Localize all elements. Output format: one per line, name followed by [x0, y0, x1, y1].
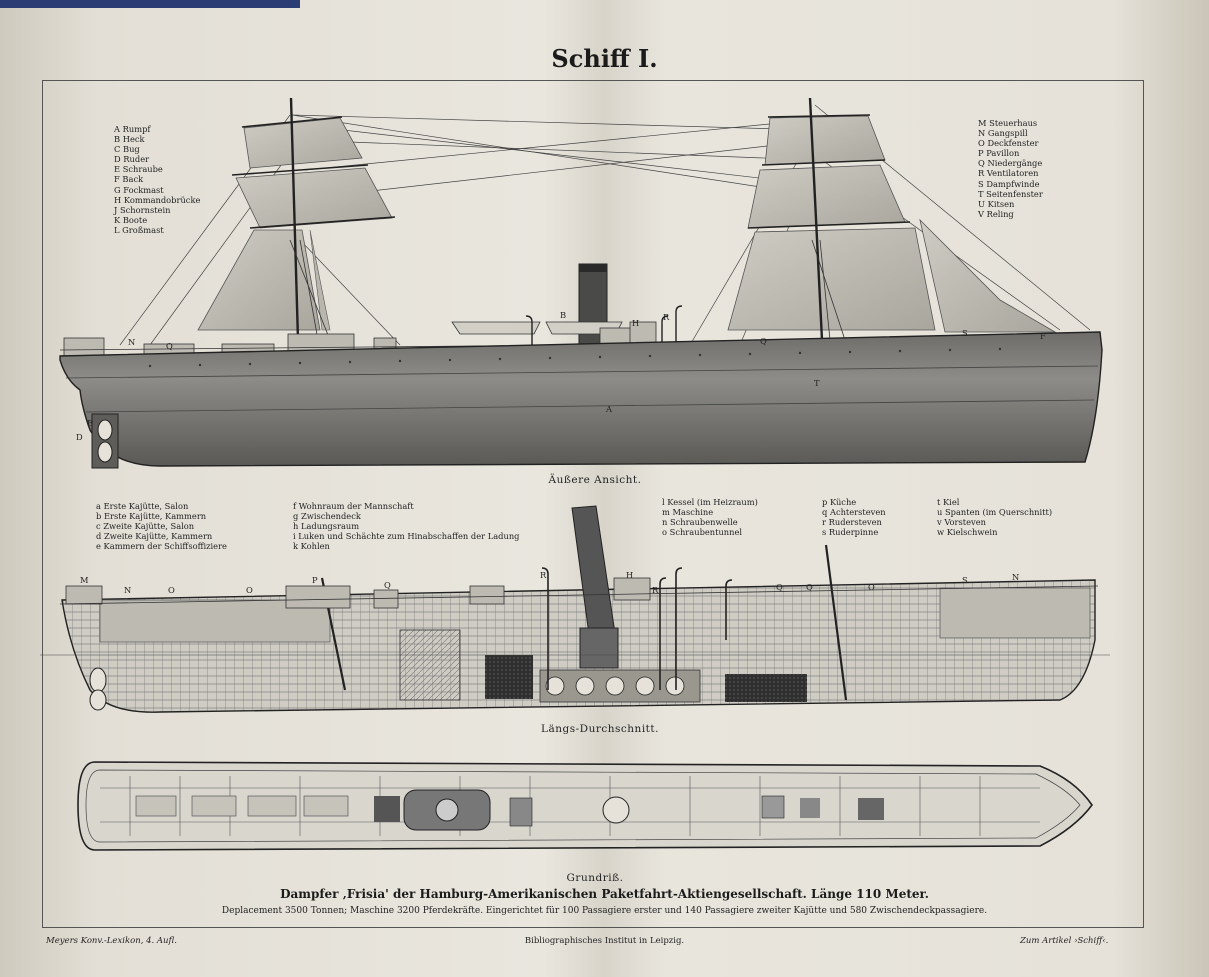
drawing-label: S	[962, 575, 968, 585]
legend-section-col4: p Küche q Achtersteven r Rudersteven s R…	[822, 497, 886, 537]
legend-item: F Back	[114, 174, 144, 185]
legend-item: P Pavillon	[978, 148, 1020, 159]
legend-item: T Seitenfenster	[978, 188, 1043, 199]
caption-plan: Grundriß.	[566, 872, 624, 884]
legend-item: t Kiel	[937, 497, 960, 507]
drawing-label: N	[128, 337, 136, 347]
legend-item: h Ladungsraum	[293, 521, 360, 532]
legend-item: k Kohlen	[293, 541, 330, 552]
caption-section: Längs-Durchschnitt.	[541, 723, 659, 735]
drawing-label: R	[652, 585, 659, 595]
drawing-label: O	[868, 582, 875, 592]
drawing-label: O	[168, 585, 175, 595]
legend-item: b Erste Kajütte, Kammern	[96, 511, 207, 522]
drawing-label: R	[663, 312, 670, 322]
legend-exterior-left: A Rumpf B Heck C Bug D Ruder E Schraube …	[114, 124, 200, 235]
drawing-label: N	[124, 585, 132, 595]
drawing-label: D	[76, 432, 83, 442]
footer-right: Zum Artikel ›Schiff‹.	[1020, 936, 1109, 946]
caption-exterior: Äußere Ansicht.	[548, 474, 642, 486]
exterior-ship	[59, 97, 1103, 469]
legend-section-col5: t Kiel u Spanten (im Querschnitt) v Vors…	[937, 497, 1052, 537]
drawing-label: Q	[384, 580, 391, 590]
legend-item: s Ruderpinne	[822, 527, 879, 538]
legend-item: A Rumpf	[114, 124, 151, 134]
legend-item: D Ruder	[114, 154, 150, 165]
legend-item: O Deckfenster	[978, 138, 1039, 149]
drawing-label: O	[246, 585, 253, 595]
section-ship	[40, 505, 1110, 713]
plan-ship	[77, 761, 1093, 851]
legend-item: d Zweite Kajütte, Kammern	[96, 531, 213, 542]
drawing-label: Q	[776, 582, 783, 592]
legend-item: w Kielschwein	[937, 527, 998, 538]
footer-left: Meyers Konv.-Lexikon, 4. Aufl.	[46, 936, 177, 946]
plate-frame	[42, 80, 1144, 928]
legend-item: Q Niedergänge	[978, 158, 1043, 169]
legend-item: r Rudersteven	[822, 517, 882, 528]
drawing-label: A	[606, 404, 612, 414]
drawing-label: H	[632, 318, 640, 328]
plate-caption-main: Dampfer ‚Frisia' der Hamburg-Amerikanisc…	[280, 887, 929, 901]
legend-exterior-right: M Steuerhaus N Gangspill O Deckfenster P…	[978, 118, 1043, 219]
drawing-label: H	[626, 570, 634, 580]
drawing-label: T	[814, 378, 820, 388]
drawing-label: Q	[806, 582, 813, 592]
legend-item: i Luken und Schächte zum Hinabschaffen d…	[293, 531, 520, 542]
legend-item: N Gangspill	[978, 128, 1028, 139]
legend-item: g Zwischendeck	[293, 511, 361, 522]
background-strip	[0, 0, 300, 8]
footer-center: Bibliographisches Institut in Leipzig.	[524, 936, 685, 946]
plate-caption-sub: Deplacement 3500 Tonnen; Maschine 3200 P…	[221, 906, 988, 916]
legend-item: p Küche	[822, 497, 857, 507]
legend-item: H Kommandobrücke	[114, 194, 201, 205]
legend-item: C Bug	[114, 144, 140, 155]
legend-item: K Boote	[114, 214, 148, 225]
drawing-label: E	[87, 418, 94, 428]
legend-item: E Schraube	[114, 164, 163, 175]
legend-item: v Vorsteven	[937, 517, 986, 528]
legend-section-col1: a Erste Kajütte, Salon b Erste Kajütte, …	[96, 501, 227, 551]
drawing-label: N	[1012, 572, 1020, 582]
drawing-label: Q	[166, 341, 173, 351]
legend-item: S Dampfwinde	[978, 178, 1040, 189]
legend-item: e Kammern der Schiffsoffiziere	[96, 541, 227, 552]
legend-section-col3: l Kessel (im Heizraum) m Maschine n Schr…	[662, 497, 758, 537]
drawing-label: R	[540, 570, 547, 580]
legend-item: q Achtersteven	[822, 507, 886, 518]
legend-item: l Kessel (im Heizraum)	[662, 497, 758, 507]
legend-item: U Kitsen	[978, 198, 1015, 209]
legend-item: c Zweite Kajütte, Salon	[96, 521, 195, 532]
drawing-label: P	[312, 575, 318, 585]
legend-item: o Schraubentunnel	[662, 527, 743, 538]
portholes	[148, 347, 1002, 368]
legend-item: a Erste Kajütte, Salon	[96, 501, 189, 511]
legend-item: J Schornstein	[114, 204, 171, 215]
legend-item: M Steuerhaus	[978, 118, 1038, 128]
drawing-label: B	[560, 310, 567, 320]
drawing-label: Q	[760, 336, 767, 346]
legend-item: L Großmast	[114, 224, 164, 235]
drawing-label: M	[80, 575, 89, 585]
drawing-label: F	[1040, 331, 1046, 341]
legend-item: u Spanten (im Querschnitt)	[937, 507, 1053, 518]
legend-item: G Fockmast	[114, 184, 164, 195]
plate-title: Schiff I.	[551, 44, 658, 73]
legend-section-col2: f Wohnraum der Mannschaft g Zwischendeck…	[293, 501, 519, 551]
drawing-label: S	[962, 328, 968, 338]
legend-item: m Maschine	[662, 507, 714, 518]
legend-item: V Reling	[978, 208, 1014, 219]
legend-item: R Ventilatoren	[978, 168, 1039, 179]
legend-item: n Schraubenwelle	[662, 517, 738, 528]
legend-item: B Heck	[114, 134, 145, 145]
legend-item: f Wohnraum der Mannschaft	[293, 501, 414, 511]
